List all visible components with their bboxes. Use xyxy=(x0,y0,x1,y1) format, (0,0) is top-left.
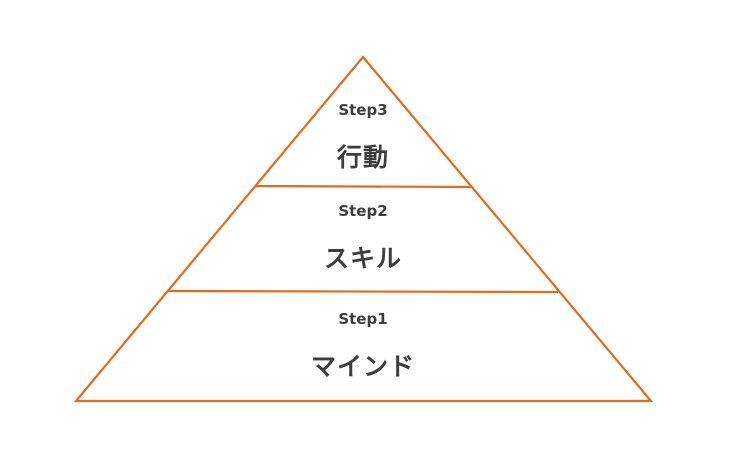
level-mind-label: マインド xyxy=(311,352,415,381)
step3-label: Step3 xyxy=(338,101,387,119)
step1-label: Step1 xyxy=(338,310,387,328)
pyramid-outline xyxy=(73,55,654,403)
divider-bottom xyxy=(166,289,559,294)
level-action-label: 行動 xyxy=(336,143,389,172)
step2-label: Step2 xyxy=(338,202,387,220)
level-skill-label: スキル xyxy=(324,244,402,273)
divider-top xyxy=(254,184,472,189)
